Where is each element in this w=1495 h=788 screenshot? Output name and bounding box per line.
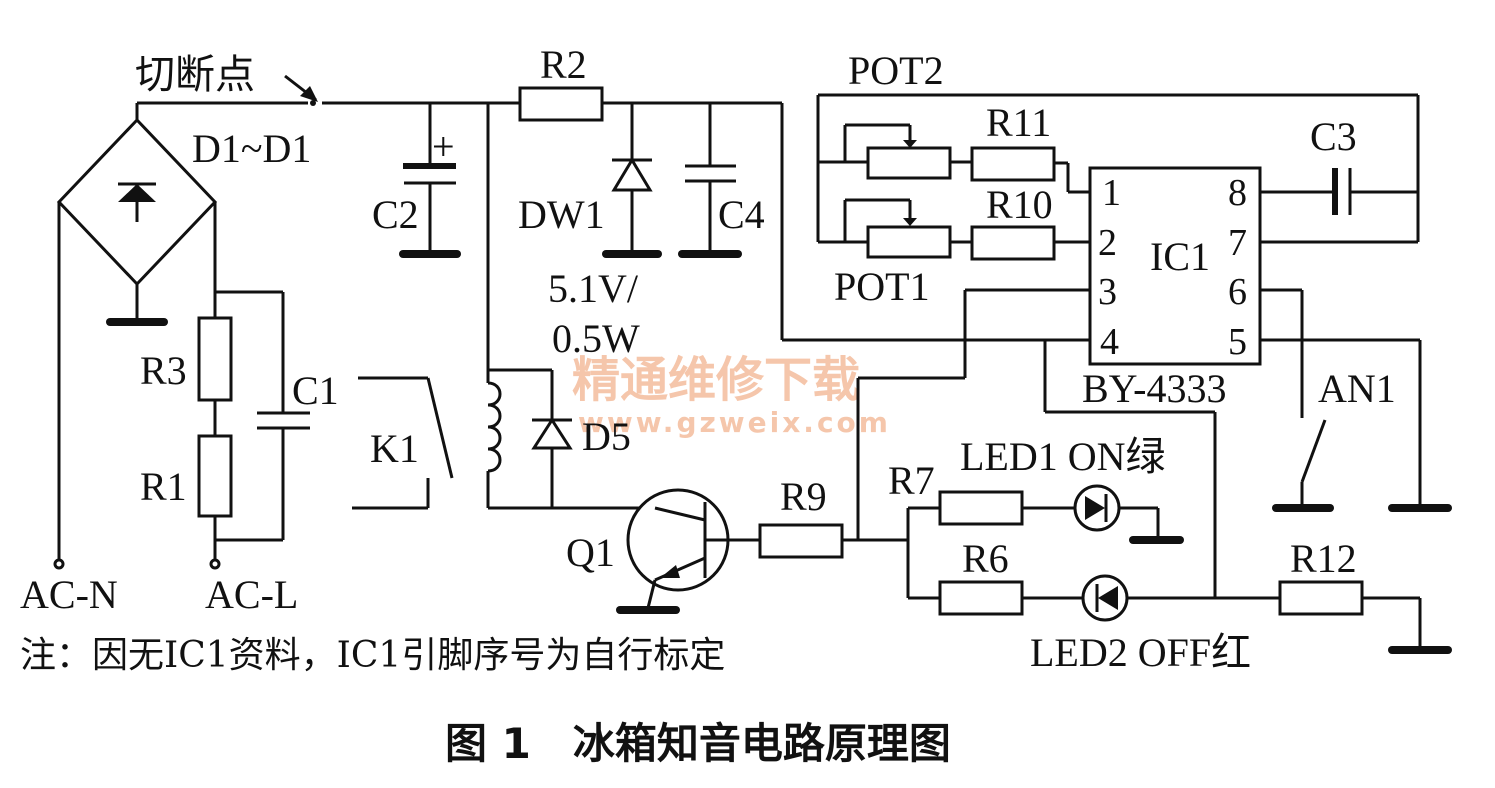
- ic1-pin-4: 4: [1100, 321, 1119, 363]
- r6-resistor: [938, 580, 1024, 616]
- wire: [646, 579, 657, 609]
- led1-label: LED1 ON绿: [960, 434, 1166, 479]
- watermark-cn: 精通维修下载: [572, 352, 860, 408]
- r3-label: R3: [140, 348, 187, 393]
- r10-resistor: [970, 225, 1056, 261]
- bridge-label: D1~D1: [192, 126, 311, 171]
- bridge-diode-triangle: [118, 184, 156, 202]
- q1-collector: [654, 506, 706, 522]
- r6-label: R6: [962, 536, 1009, 581]
- c2-label: C2: [372, 192, 419, 237]
- r9-label: R9: [780, 474, 827, 519]
- r1-resistor: [197, 434, 233, 518]
- dw1-label: DW1: [518, 192, 605, 237]
- k1-label: K1: [370, 426, 419, 471]
- pot2-label: POT2: [848, 48, 944, 93]
- ic1-pin-8: 8: [1228, 172, 1247, 214]
- figure-caption: 图 1 冰箱知音电路原理图: [445, 719, 951, 768]
- led1-triangle: [1085, 496, 1105, 520]
- r11-label: R11: [986, 100, 1051, 145]
- cut-point-node: [310, 100, 316, 106]
- c2-plus-sign: +: [432, 124, 455, 169]
- ic1-pin-1: 1: [1102, 172, 1121, 214]
- r10-label: R10: [986, 182, 1053, 227]
- ic1-part-number: BY-4333: [1082, 366, 1226, 411]
- cut-point-arrowhead: [300, 86, 318, 102]
- ic1-label: IC1: [1150, 234, 1210, 279]
- d5-diode-triangle: [531, 417, 573, 450]
- q1-label: Q1: [566, 530, 615, 575]
- ic1-pin-2: 2: [1098, 222, 1117, 264]
- r1-label: R1: [140, 464, 187, 509]
- ac-l-terminal: [209, 558, 221, 570]
- r7-resistor: [938, 490, 1024, 526]
- ic1-pin-6: 6: [1228, 271, 1247, 313]
- ac-l-label: AC-L: [205, 572, 298, 617]
- note-text: 注：因无IC1资料，IC1引脚序号为自行标定: [20, 635, 725, 676]
- bridge-rectifier: [56, 117, 218, 326]
- r12-label: R12: [1290, 536, 1357, 581]
- d5-label: D5: [582, 414, 631, 459]
- led2-label: LED2 OFF红: [1030, 630, 1251, 675]
- ic1-body: [1088, 166, 1262, 366]
- r3-resistor: [197, 316, 233, 402]
- dw1-zener-triangle: [611, 157, 653, 192]
- pot2-wiper-arrow: [903, 140, 917, 148]
- k1-switch-blade: [426, 377, 454, 479]
- watermark-url: www.gzweix.com: [578, 406, 891, 439]
- an1-label: AN1: [1318, 366, 1396, 411]
- r12-resistor: [1278, 580, 1364, 616]
- r2-resistor: [518, 86, 604, 122]
- pot2-resistor: [866, 146, 952, 180]
- dw1-rating-line2: 0.5W: [552, 316, 640, 361]
- ic1-pin-5: 5: [1228, 321, 1247, 363]
- r9-resistor: [758, 523, 844, 559]
- pot1-resistor: [866, 225, 952, 259]
- q1-emitter-arrow: [660, 565, 680, 578]
- c1-label: C1: [292, 368, 339, 413]
- ic1-pin-7: 7: [1228, 222, 1247, 264]
- relay-coil: [487, 381, 502, 473]
- ic1-pin-3: 3: [1098, 271, 1117, 313]
- r2-label: R2: [540, 42, 587, 87]
- cut-point-label: 切断点: [135, 52, 255, 97]
- led2-triangle: [1098, 586, 1118, 610]
- c4-label: C4: [718, 192, 765, 237]
- ac-n-label: AC-N: [20, 572, 118, 617]
- pot1-wiper-arrow: [903, 218, 917, 226]
- dw1-rating-line1: 5.1V/: [548, 266, 639, 311]
- r11-resistor: [970, 146, 1056, 182]
- c3-label: C3: [1310, 114, 1357, 159]
- r7-label: R7: [888, 458, 935, 503]
- watermark: 精通维修下载 www.gzweix.com: [572, 352, 891, 439]
- an1-switch-blade: [1300, 419, 1327, 483]
- pot1-label: POT1: [834, 264, 930, 309]
- ac-n-terminal: [53, 558, 65, 570]
